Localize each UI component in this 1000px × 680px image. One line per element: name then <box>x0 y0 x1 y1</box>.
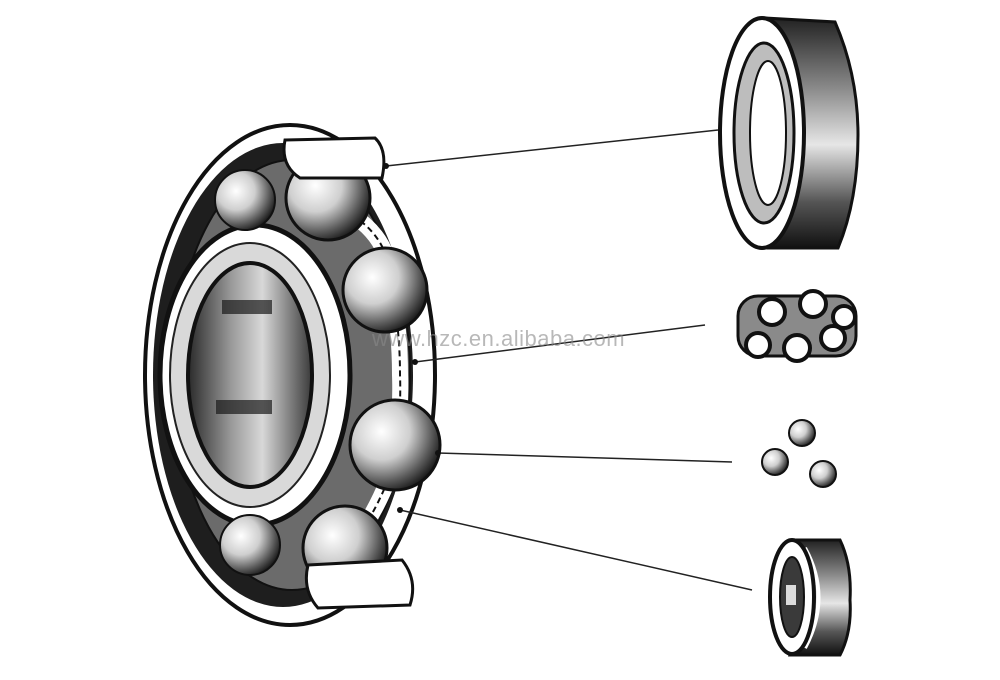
balls-icon <box>761 419 837 488</box>
leader-outer-ring <box>385 129 719 167</box>
cage-pocket <box>782 333 812 363</box>
leader-balls <box>437 452 733 463</box>
outer-ring-section-top <box>282 136 386 180</box>
ball-hidden-top <box>214 169 276 231</box>
loose-ball <box>788 419 816 447</box>
bore-highlight <box>222 300 272 314</box>
outer-ring-section-bottom <box>304 558 415 610</box>
leader-cage <box>414 324 706 363</box>
cage-pocket <box>744 331 772 359</box>
ball-hidden-bottom <box>219 514 281 576</box>
inner-ring-icon <box>768 538 852 657</box>
cage-pocket <box>798 289 828 319</box>
loose-ball <box>809 460 837 488</box>
leader-lines <box>385 129 753 591</box>
outer-ring-front-bore <box>749 60 787 206</box>
assembled-bearing <box>143 123 442 627</box>
loose-ball <box>761 448 789 476</box>
cage-icon <box>736 289 858 363</box>
ball-upper <box>341 246 429 334</box>
watermark-text: www.hzc.en.alibaba.com <box>372 326 626 351</box>
outer-ring-icon <box>718 16 860 250</box>
leader-dots <box>383 163 441 513</box>
leader-dot <box>412 359 418 365</box>
cage-pocket <box>819 324 847 352</box>
ball-lower <box>348 398 442 492</box>
leader-inner-ring <box>399 509 753 591</box>
leader-dot <box>435 450 441 456</box>
cage-pocket <box>757 297 787 327</box>
inner-ring-bore-highlight <box>786 585 796 605</box>
inner-ring-bore <box>186 261 314 489</box>
leader-dot <box>397 507 403 513</box>
leader-dot <box>383 163 389 169</box>
bore-highlight-2 <box>216 400 272 414</box>
cage-pocket <box>831 304 857 330</box>
